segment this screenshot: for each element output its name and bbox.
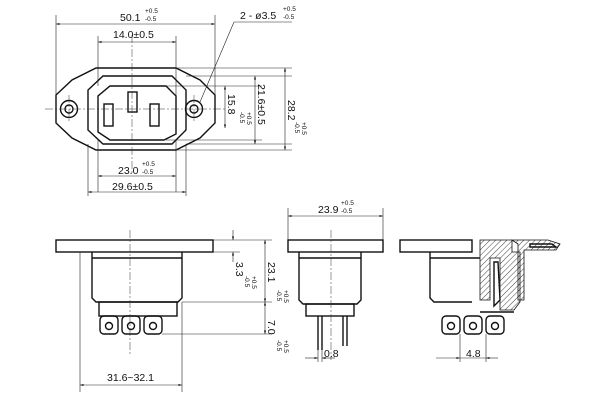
dim-pin-thickness: 0.8 — [324, 348, 339, 360]
section-hatch — [479, 239, 521, 311]
svg-text:+0.5: +0.5 — [282, 340, 289, 353]
side-view-middle — [287, 208, 384, 362]
dim-pin-spacing: 4.8 — [466, 348, 481, 360]
dimension-labels: 50.1 +0.5 -0.5 2 - ø3.5 +0.5 -0.5 14.0±0… — [107, 6, 481, 384]
side-view-left — [55, 230, 272, 392]
svg-text:+0.5: +0.5 — [142, 161, 155, 168]
dim-flange-33: 3.3 — [233, 262, 245, 277]
dim-height-282: 28.2 — [285, 100, 297, 121]
terminal-3 — [143, 315, 163, 335]
svg-text:-0.5: -0.5 — [293, 122, 300, 134]
mid-flange — [287, 239, 384, 253]
svg-text:+0.5: +0.5 — [282, 290, 289, 303]
dim-width-230: 23.0 — [118, 165, 139, 177]
svg-text:-0.5: -0.5 — [341, 208, 353, 215]
svg-text:-0.5: -0.5 — [275, 340, 282, 352]
svg-text:-0.5: -0.5 — [275, 290, 282, 302]
slot-left — [103, 103, 114, 127]
svg-text:+0.5: +0.5 — [283, 6, 296, 13]
svg-text:+0.5: +0.5 — [145, 8, 158, 15]
svg-text:+0.5: +0.5 — [245, 112, 252, 125]
svg-text:-0.5: -0.5 — [243, 276, 250, 288]
front-dimensions — [55, 15, 292, 196]
section-view — [399, 239, 561, 362]
svg-text:-0.5: -0.5 — [283, 14, 295, 21]
front-view — [45, 35, 225, 175]
dim-height-216: 21.6±0.5 — [255, 84, 267, 125]
svg-text:+0.5: +0.5 — [250, 276, 257, 289]
dim-side-width: 23.9 — [318, 204, 339, 216]
left-flange — [55, 239, 214, 253]
slot-center — [127, 91, 138, 113]
svg-text:-0.5: -0.5 — [145, 16, 157, 23]
terminal-2 — [121, 315, 141, 335]
dim-height-158: 15.8 — [225, 94, 237, 115]
svg-text:+0.5: +0.5 — [300, 122, 307, 135]
dim-cutout-range: 31.6~32.1 — [107, 372, 154, 384]
dim-hole-spec: 2 - ø3.5 — [240, 10, 276, 22]
dim-width-296: 29.6±0.5 — [112, 181, 153, 193]
svg-text:-0.5: -0.5 — [238, 112, 245, 124]
front-socket-outline — [97, 85, 177, 141]
dim-overall-width: 50.1 — [120, 12, 141, 24]
dim-body-231: 23.1 — [265, 262, 277, 283]
terminal-1 — [99, 315, 119, 335]
dim-inner-width: 14.0±0.5 — [113, 29, 154, 41]
slot-right — [149, 103, 160, 127]
svg-text:-0.5: -0.5 — [142, 169, 154, 176]
dim-terminal-70: 7.0 — [265, 320, 277, 335]
front-body-outline — [87, 75, 187, 145]
left-body — [91, 252, 183, 303]
svg-text:+0.5: +0.5 — [341, 200, 354, 207]
